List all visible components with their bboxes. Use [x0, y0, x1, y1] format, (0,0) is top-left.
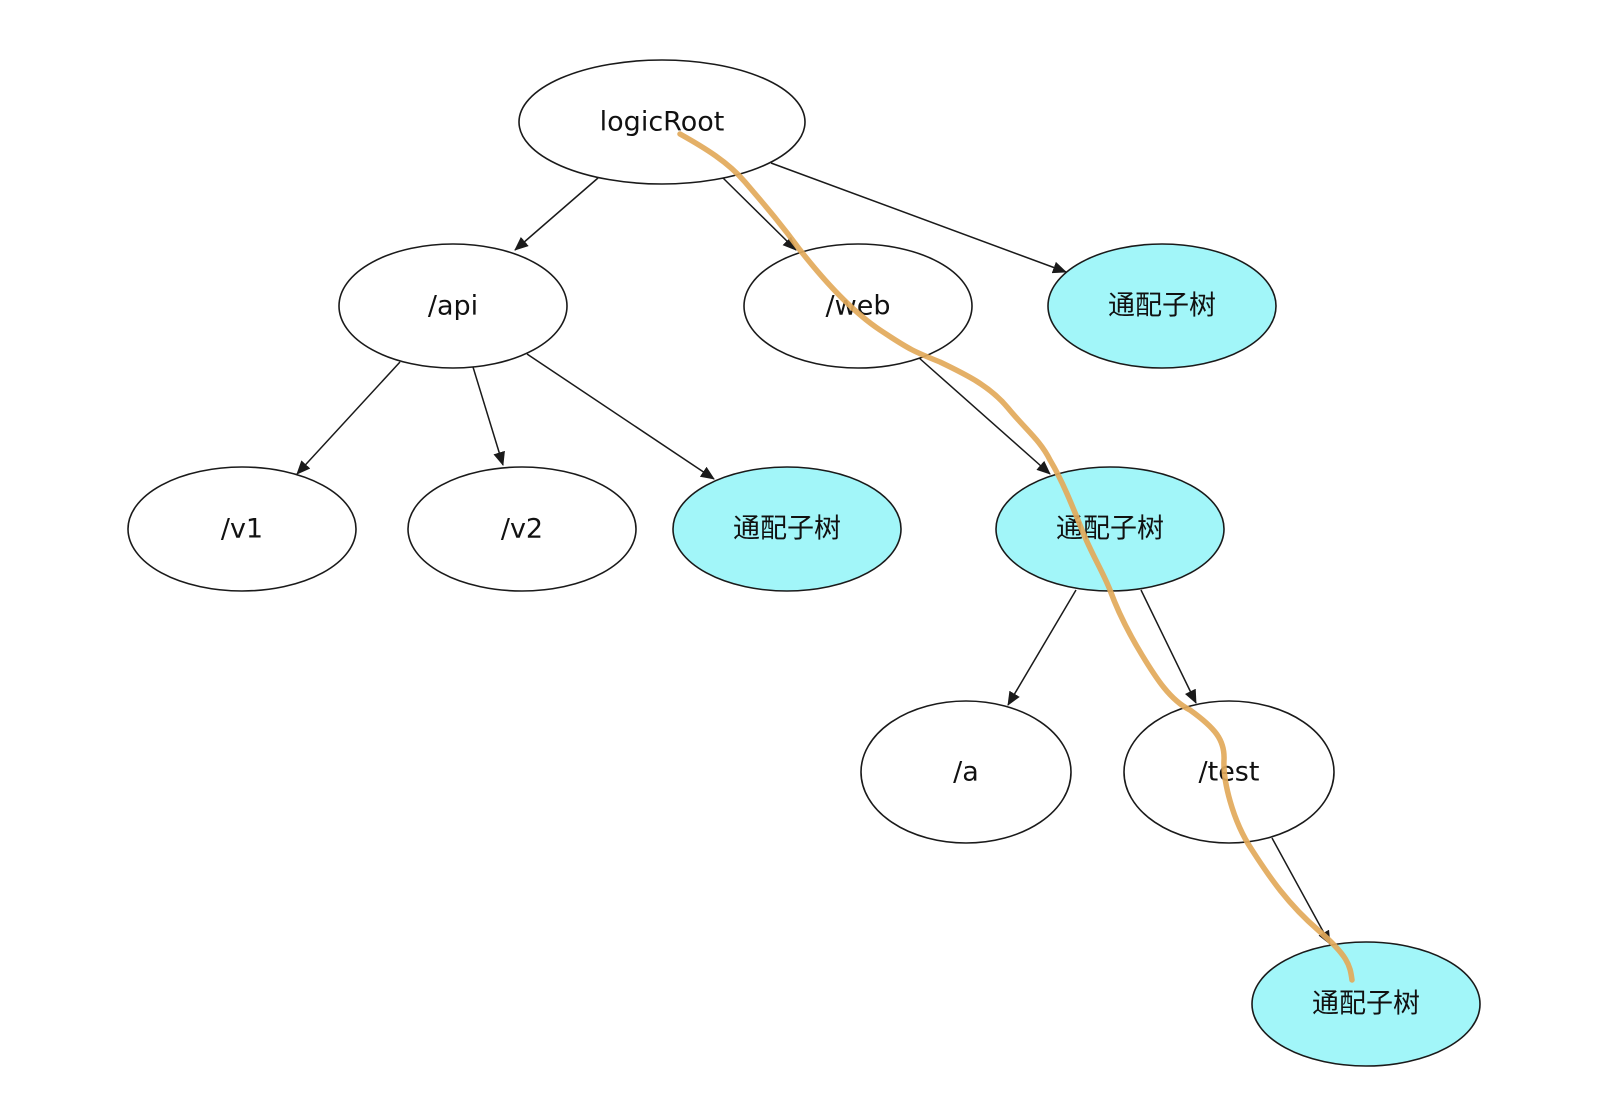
- node-v2[interactable]: /v2: [407, 466, 637, 592]
- edge-api-to-wild2: [526, 353, 715, 480]
- node-shape-v2: [407, 466, 637, 592]
- node-wild2[interactable]: 通配子树: [672, 466, 902, 592]
- highlight-layer: [677, 131, 1355, 983]
- node-test[interactable]: /test: [1123, 700, 1335, 844]
- edge-web-to-wild3: [917, 356, 1051, 475]
- node-web[interactable]: /web: [743, 243, 973, 369]
- node-v1[interactable]: /v1: [127, 466, 357, 592]
- node-wild3[interactable]: 通配子树: [995, 466, 1225, 592]
- node-shape-v1: [127, 466, 357, 592]
- node-label-api: /api: [428, 291, 478, 322]
- node-shape-wild4: [1251, 941, 1481, 1067]
- node-shape-root: [518, 59, 806, 185]
- node-api[interactable]: /api: [338, 243, 568, 369]
- node-label-web: /web: [826, 291, 891, 322]
- node-label-root: logicRoot: [600, 107, 725, 138]
- node-wild1[interactable]: 通配子树: [1047, 243, 1277, 369]
- edges-layer: [296, 162, 1331, 945]
- edge-wild3-to-test: [1140, 589, 1197, 704]
- node-wild4[interactable]: 通配子树: [1251, 941, 1481, 1067]
- node-shape-wild1: [1047, 243, 1277, 369]
- node-label-test: /test: [1199, 757, 1260, 788]
- node-label-wild3: 通配子树: [1056, 514, 1164, 545]
- node-a[interactable]: /a: [860, 700, 1072, 844]
- node-label-wild2: 通配子树: [733, 514, 841, 545]
- edge-root-to-wild1: [770, 162, 1067, 274]
- edge-test-to-wild4: [1271, 837, 1331, 945]
- node-label-a: /a: [953, 757, 979, 788]
- edge-root-to-api: [514, 177, 599, 251]
- node-label-wild4: 通配子树: [1312, 989, 1420, 1020]
- node-shape-web: [743, 243, 973, 369]
- node-label-v2: /v2: [501, 514, 543, 545]
- edge-wild3-to-a: [1007, 589, 1077, 706]
- node-label-wild1: 通配子树: [1108, 291, 1216, 322]
- highlighted-match-path: [677, 131, 1355, 983]
- node-shape-test: [1123, 700, 1335, 844]
- node-label-v1: /v1: [221, 514, 263, 545]
- node-shape-wild2: [672, 466, 902, 592]
- edge-api-to-v1: [296, 361, 401, 475]
- edge-api-to-v2: [472, 366, 505, 466]
- node-shape-api: [338, 243, 568, 369]
- node-shape-a: [860, 700, 1072, 844]
- edge-root-to-web: [721, 176, 797, 251]
- node-root[interactable]: logicRoot: [518, 59, 806, 185]
